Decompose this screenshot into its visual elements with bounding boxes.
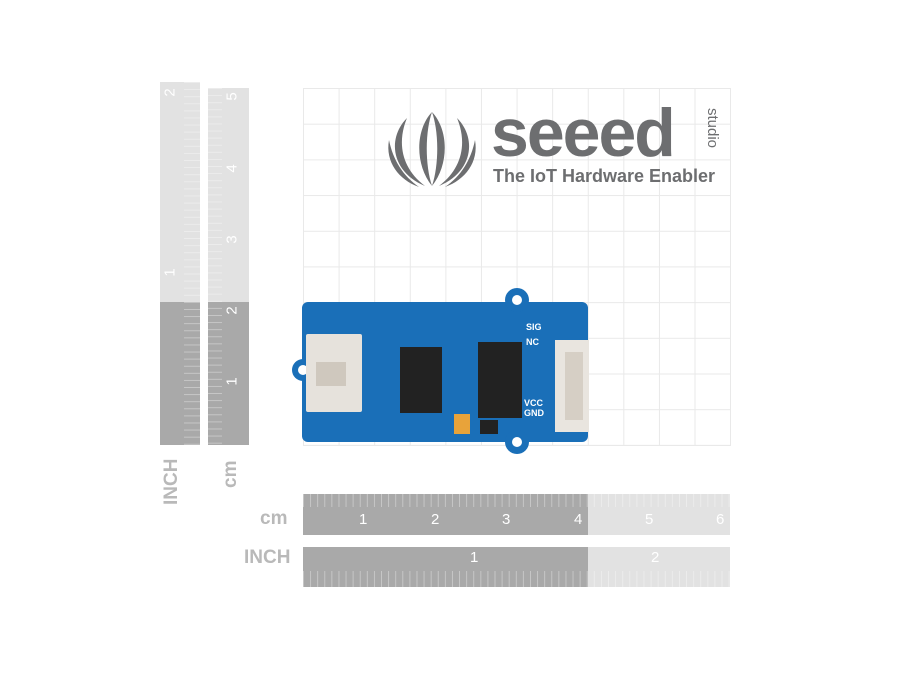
ruler-number: 2 (431, 511, 440, 528)
transistor (480, 420, 498, 434)
ruler-number: 5 (223, 92, 241, 101)
tagline: The IoT Hardware Enabler (493, 166, 716, 186)
ic-chip (400, 347, 442, 413)
mounting-hole (505, 430, 529, 454)
grove-module-board: SIG NC VCC GND (292, 288, 589, 454)
horizontal-inch-ruler: 1 2 (303, 547, 730, 587)
capacitor (454, 414, 470, 434)
connector-socket (565, 352, 583, 420)
brand-name: seeed (491, 95, 676, 171)
ruler-number: 6 (716, 511, 725, 528)
ruler-number: 4 (574, 511, 583, 528)
ic-chip (478, 342, 522, 418)
ruler-number: 3 (223, 235, 241, 244)
cm-unit-label: cm (220, 460, 241, 488)
ruler-number: 5 (645, 511, 654, 528)
ruler-number: 1 (359, 511, 368, 528)
ruler-number: 2 (161, 88, 179, 97)
ruler-number: 1 (161, 268, 179, 277)
connector-socket (316, 362, 346, 386)
ruler-number: 1 (470, 549, 479, 566)
cm-unit-label: cm (260, 508, 288, 529)
pin-label-nc: NC (526, 337, 539, 347)
vertical-inch-ruler: 2 1 (160, 82, 200, 445)
brand-sub: studio (704, 108, 721, 149)
inch-unit-label: INCH (244, 547, 291, 568)
ruler-number: 2 (651, 549, 660, 566)
pin-label-vcc: VCC (524, 398, 544, 408)
inch-unit-label: INCH (161, 458, 182, 505)
pin-label-sig: SIG (526, 322, 542, 332)
ruler-number: 4 (223, 164, 241, 173)
horizontal-cm-ruler: 1 2 3 4 5 6 (303, 494, 730, 535)
ruler-number: 2 (223, 306, 241, 315)
vertical-cm-ruler: 5 4 3 2 1 (208, 88, 249, 445)
pin-label-gnd: GND (524, 408, 544, 418)
seeed-logo: seeed studio The IoT Hardware Enabler (385, 95, 725, 193)
lotus-icon (388, 112, 476, 187)
ruler-number: 3 (502, 511, 511, 528)
ruler-number: 1 (223, 377, 241, 386)
mounting-hole (505, 288, 529, 312)
